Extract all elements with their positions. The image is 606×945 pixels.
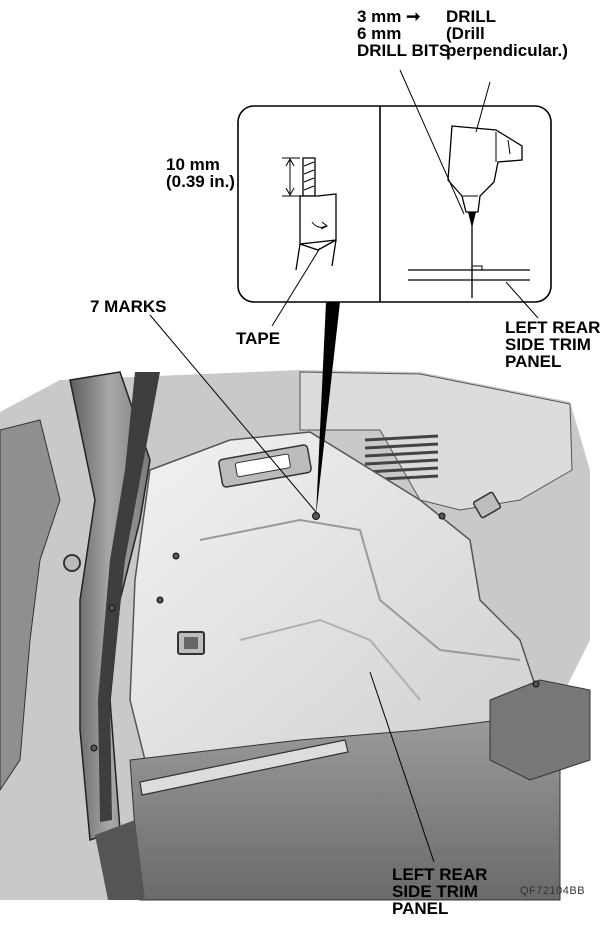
speaker-grommet bbox=[63, 554, 81, 572]
detail-inset bbox=[237, 105, 552, 303]
drill-bit-tape-detail bbox=[282, 157, 337, 271]
mark-holes bbox=[90, 512, 540, 752]
cargo-area-illustration bbox=[0, 370, 591, 901]
drill-body bbox=[447, 125, 523, 213]
leader-drill bbox=[475, 81, 491, 133]
leader-marks bbox=[149, 314, 317, 513]
floor-compartment bbox=[489, 679, 591, 781]
mark-hole bbox=[532, 680, 540, 688]
drill-bits-label: 3 mm ➞ 6 mm DRILL BITS bbox=[357, 7, 451, 60]
tonneau-mount bbox=[218, 444, 312, 488]
leader-lines bbox=[149, 69, 539, 863]
panel-contour bbox=[199, 518, 521, 661]
floor-rail bbox=[139, 739, 349, 796]
depth-label: 10 mm (0.39 in.) bbox=[166, 155, 235, 191]
leader-panel-main bbox=[369, 671, 435, 863]
tape-label: TAPE bbox=[236, 329, 281, 348]
leader-drill-bits bbox=[399, 69, 465, 215]
left-exterior-panel bbox=[0, 419, 61, 791]
drill-detail bbox=[408, 125, 530, 298]
drill-label: DRILL (Drill perpendicular.) bbox=[446, 7, 568, 60]
mark-hole bbox=[156, 596, 164, 604]
panel-inset-label: LEFT REAR SIDE TRIM PANEL bbox=[505, 318, 601, 371]
marks-label: 7 MARKS bbox=[90, 297, 167, 316]
mark-hole bbox=[90, 744, 98, 752]
figure-code: QF72104BB bbox=[520, 885, 586, 897]
tie-down-right bbox=[472, 491, 502, 519]
leader-panel-inset bbox=[505, 281, 539, 319]
vent-grille bbox=[364, 434, 439, 482]
tape-arrow bbox=[311, 221, 327, 228]
inset-pointer-wedge bbox=[316, 302, 340, 516]
tie-down-left-hole bbox=[184, 637, 198, 649]
panel-main-label: LEFT REAR SIDE TRIM PANEL bbox=[392, 865, 488, 918]
weather-strip bbox=[98, 372, 160, 822]
sill-plate bbox=[95, 820, 145, 900]
leader-tape bbox=[271, 247, 321, 327]
mark-hole bbox=[438, 512, 446, 520]
mark-hole bbox=[108, 604, 116, 612]
panel-contour-2 bbox=[239, 618, 421, 701]
mark-hole bbox=[172, 552, 180, 560]
